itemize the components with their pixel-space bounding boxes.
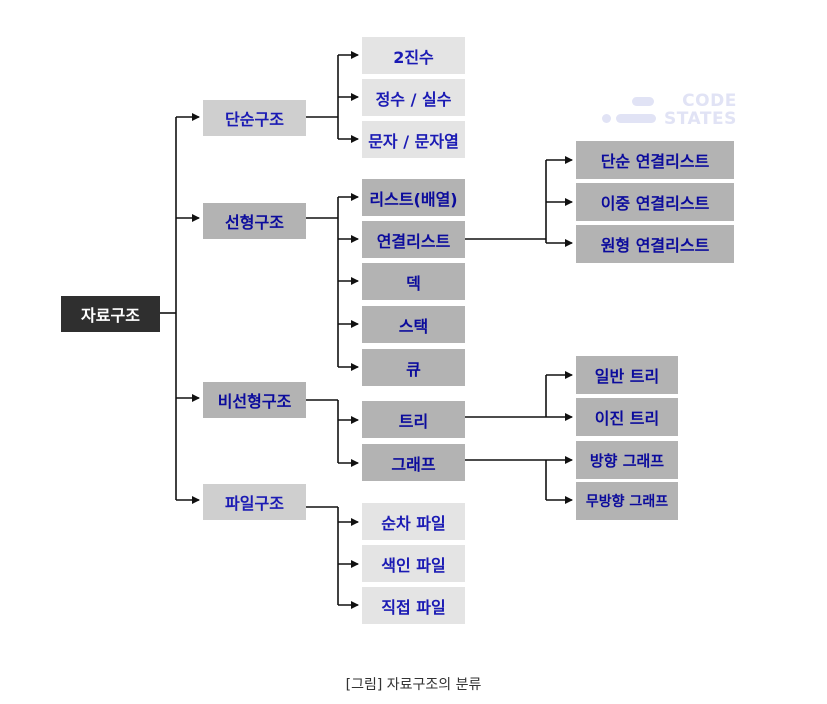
node-stack: 스택 [362,306,465,343]
logo-line1: CODE [682,91,737,111]
logo-text: CODE STATES [664,92,737,128]
node-sequential-file: 순차 파일 [362,503,465,540]
node-list-array: 리스트(배열) [362,179,465,216]
node-simple-structure: 단순구조 [203,100,306,136]
node-direct-file: 직접 파일 [362,587,465,624]
logo-pill-top [632,97,654,106]
node-integer-real: 정수 / 실수 [362,79,465,116]
node-directed-graph: 방향 그래프 [576,441,678,479]
node-queue: 큐 [362,349,465,386]
root-node: 자료구조 [61,296,160,332]
node-nonlinear-structure: 비선형구조 [203,382,306,418]
node-circular-linked-list: 원형 연결리스트 [576,225,734,263]
node-doubly-linked-list: 이중 연결리스트 [576,183,734,221]
node-linked-list: 연결리스트 [362,221,465,258]
data-structure-diagram: 자료구조 단순구조 선형구조 비선형구조 파일구조 2진수 정수 / 실수 문자… [61,37,740,624]
node-file-structure: 파일구조 [203,484,306,520]
node-undirected-graph: 무방향 그래프 [576,482,678,520]
node-deque: 덱 [362,263,465,300]
node-indexed-file: 색인 파일 [362,545,465,582]
figure-caption: [그림] 자료구조의 분류 [345,677,482,693]
codestates-logo: CODE STATES [600,92,740,128]
connector-lines [160,51,573,609]
node-binary: 2진수 [362,37,465,74]
logo-pill-bottom [616,114,656,123]
node-binary-tree: 이진 트리 [576,398,678,436]
node-graph: 그래프 [362,444,465,481]
logo-line2: STATES [664,109,737,129]
node-general-tree: 일반 트리 [576,356,678,394]
logo-dot [602,114,611,123]
node-singly-linked-list: 단순 연결리스트 [576,141,734,179]
node-char-string: 문자 / 문자열 [362,121,465,158]
node-linear-structure: 선형구조 [203,203,306,239]
node-tree: 트리 [362,401,465,438]
